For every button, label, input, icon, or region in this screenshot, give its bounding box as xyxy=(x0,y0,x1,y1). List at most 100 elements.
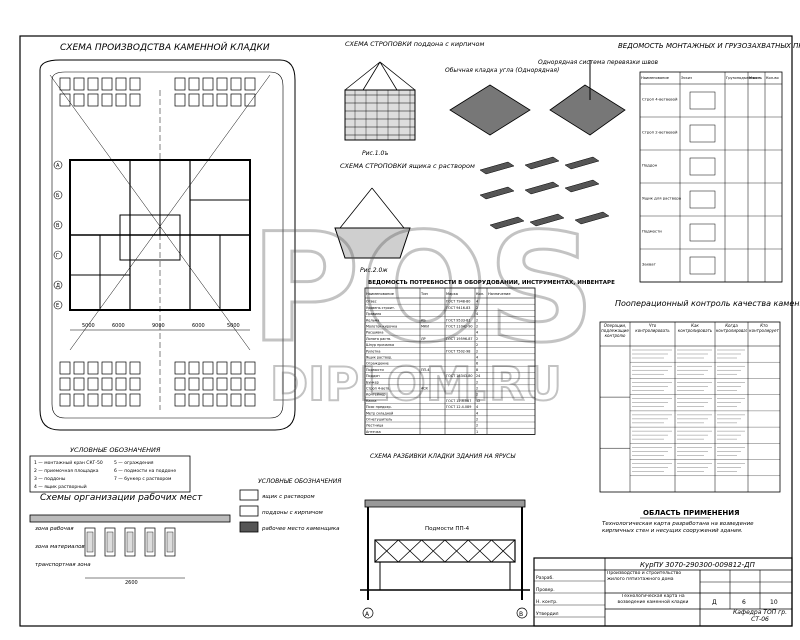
equipment-cell: 4 xyxy=(476,312,478,316)
title-block: Разраб.Провер.Н. контр.Утвердил КурПУ 30… xyxy=(533,557,793,627)
legend2-item-3: рабочее место каменщика xyxy=(261,526,340,532)
legend2-box: УСЛОВНЫЕ ОБОЗНАЧЕНИЯ ящик с раствором по… xyxy=(239,478,341,533)
sling-pallet-ref: Рис.1.0ъ xyxy=(362,150,389,157)
watermark-site: DIPLOM.RU xyxy=(270,357,562,411)
equipment-cell: Огнетушитель xyxy=(366,418,392,422)
equipment-cell: Отвес xyxy=(366,300,377,304)
equipment-cell: 2 xyxy=(476,387,478,391)
equipment-cell: 4 xyxy=(476,331,478,335)
equipment-cell: ПП-4 xyxy=(421,368,429,372)
legend2-item-2: поддоны с кирпичом xyxy=(262,510,323,516)
legend-items: 1 — монтажный кран СКГ-502 — приемочная … xyxy=(34,459,176,490)
section-axis-left: А xyxy=(365,611,370,618)
equipment-cell: Бункер xyxy=(366,380,379,384)
equipment-cell: 2 xyxy=(476,393,478,397)
equipment-cell: 2 xyxy=(476,325,478,329)
equipment-cell: МКИ xyxy=(421,325,429,329)
legend-item: 1 — монтажный кран СКГ-50 xyxy=(34,459,103,466)
scope-section: ОБЛАСТЬ ПРИМЕНЕНИЯ Технологическая карта… xyxy=(602,509,754,534)
title-code: КурПУ 3070-290300-009812-ДП xyxy=(640,561,756,569)
sling-mortar-scheme: СХЕМА СТРОПОВКИ ящика с раствором Рис.2.… xyxy=(334,162,475,274)
section-title: СХЕМА РАЗБИВКИ КЛАДКИ ЗДАНИЯ НА ЯРУСЫ xyxy=(370,453,516,460)
mounting-row-label: Строп 4-ветвевой xyxy=(642,97,678,102)
title-sheet: 6 xyxy=(742,599,746,606)
brickwork-details: Обычная кладка угла (Однорядная) Одноряд… xyxy=(445,59,659,230)
plan-axis-label: Б xyxy=(56,193,60,199)
workplace-scheme: Схемы организации рабочих мест зона рабо… xyxy=(29,493,231,586)
equipment-cell: Строп 4-ветв. xyxy=(366,387,390,391)
sling-mortar-title: СХЕМА СТРОПОВКИ ящика с раствором xyxy=(340,162,475,170)
quality-title: Пооперационный контроль качества каменно… xyxy=(615,299,800,308)
equipment-cell: ГОСТ 7502-98 xyxy=(446,349,470,353)
pallet-storage-top xyxy=(59,77,256,107)
equipment-cell: 2 xyxy=(476,337,478,341)
site-scheme-title: СХЕМА ПРОИЗВОДСТВА КАМЕННОЙ КЛАДКИ xyxy=(60,41,270,53)
mounting-header: Эскиз xyxy=(681,76,692,80)
title-sheets: 10 xyxy=(770,599,778,606)
equipment-cell: 12 xyxy=(476,399,480,403)
legend-box: УСЛОВНЫЕ ОБОЗНАЧЕНИЯ 1 — монтажный кран … xyxy=(29,446,191,493)
equipment-header: Наименование xyxy=(366,292,395,296)
zone-work-label: зона рабочая xyxy=(35,526,74,532)
equipment-cell: 4 xyxy=(476,411,478,415)
plan-axis-label: Е xyxy=(56,303,59,309)
equipment-cell: 1 xyxy=(476,430,478,434)
sheet-frame xyxy=(19,35,793,627)
equipment-cell: 4 xyxy=(476,356,478,360)
equipment-cell: 2 xyxy=(476,349,478,353)
mounting-header: Кол-во xyxy=(766,76,779,80)
mounting-row-label: Подмости xyxy=(642,229,662,234)
equipment-cell: ГОСТ 9416-83 xyxy=(446,306,470,310)
section-panel-label: Подмости ПП-4 xyxy=(425,526,470,532)
title-row-label: Н. контр. xyxy=(536,599,558,605)
equipment-cell: Уровень строит. xyxy=(366,306,395,310)
plan-dimension: 5000 xyxy=(82,323,95,329)
equipment-cell: Правило xyxy=(366,312,381,316)
equipment-cell: 2 xyxy=(476,306,478,310)
title-name: Производство и строительство жилого пяти… xyxy=(607,571,682,582)
equipment-cell: ГОСТ 7948-80 xyxy=(446,300,470,304)
equipment-cell: 6 xyxy=(476,362,478,366)
tie-scheme-label: Однорядная система перевязки швов xyxy=(538,59,659,66)
plan-dimension: 5000 xyxy=(227,323,240,329)
plan-dimension: 6000 xyxy=(192,323,205,329)
watermark: POS DIPLOM.RU xyxy=(249,201,597,413)
quality-header: Как контролировать xyxy=(677,323,713,333)
zone-transport-label: транспортная зона xyxy=(35,562,91,568)
equipment-cell: Ящик раствор. xyxy=(366,356,392,360)
title-stage: Д xyxy=(712,599,717,606)
mounting-row-label: Захват xyxy=(642,262,657,267)
plan-axis-label: А xyxy=(56,163,60,169)
section-scheme: СХЕМА РАЗБИВКИ КЛАДКИ ЗДАНИЯ НА ЯРУСЫ По… xyxy=(360,453,530,619)
equipment-cell: ЛР xyxy=(421,337,426,341)
pallet-storage-bottom xyxy=(59,361,256,407)
equipment-header: Тип xyxy=(420,292,429,296)
plan-dimension: 9000 xyxy=(152,323,165,329)
equipment-cell: 2 xyxy=(476,380,478,384)
equipment-cell: 24 xyxy=(476,374,480,378)
equipment-header: Кол. xyxy=(476,292,484,296)
quality-header: Кто контролирует xyxy=(749,323,779,333)
equipment-cell: Рулетка xyxy=(366,349,380,353)
section-axis-right: В xyxy=(519,611,523,618)
equipment-cell: 8 xyxy=(476,368,478,372)
equipment-cell: ГОСТ 18343-80 xyxy=(446,374,473,378)
mounting-title: ВЕДОМОСТЬ МОНТАЖНЫХ И ГРУЗОЗАХВАТНЫХ ПРИ… xyxy=(618,41,800,50)
equipment-cell: ГОСТ 11042-90 xyxy=(446,325,473,329)
mounting-header: Наименование xyxy=(641,76,670,80)
site-scheme: СХЕМА ПРОИЗВОДСТВА КАМЕННОЙ КЛАДКИ 5000 xyxy=(39,41,296,431)
sling-pallet-title: СХЕМА СТРОПОВКИ поддона с кирпичом xyxy=(345,40,484,48)
scope-text: Технологическая карта разработана на воз… xyxy=(602,521,754,534)
legend-item: 7 — бункер с раствором xyxy=(114,476,171,482)
quality-control: Пооперационный контроль качества каменно… xyxy=(599,299,800,493)
equipment-statement: ВЕДОМОСТЬ ПОТРЕБНОСТИ В ОБОРУДОВАНИИ, ИН… xyxy=(364,280,615,435)
quality-header: Операции, подлежащие контролю xyxy=(601,323,629,338)
mounting-row-label: Строп 2-ветвевой xyxy=(642,130,678,135)
road-inner xyxy=(51,71,284,419)
title-row-label: Провер. xyxy=(536,587,555,593)
workplace-dim: 2600 xyxy=(125,580,138,586)
ordinary-corner-label: Обычная кладка угла (Однорядная) xyxy=(445,67,559,74)
